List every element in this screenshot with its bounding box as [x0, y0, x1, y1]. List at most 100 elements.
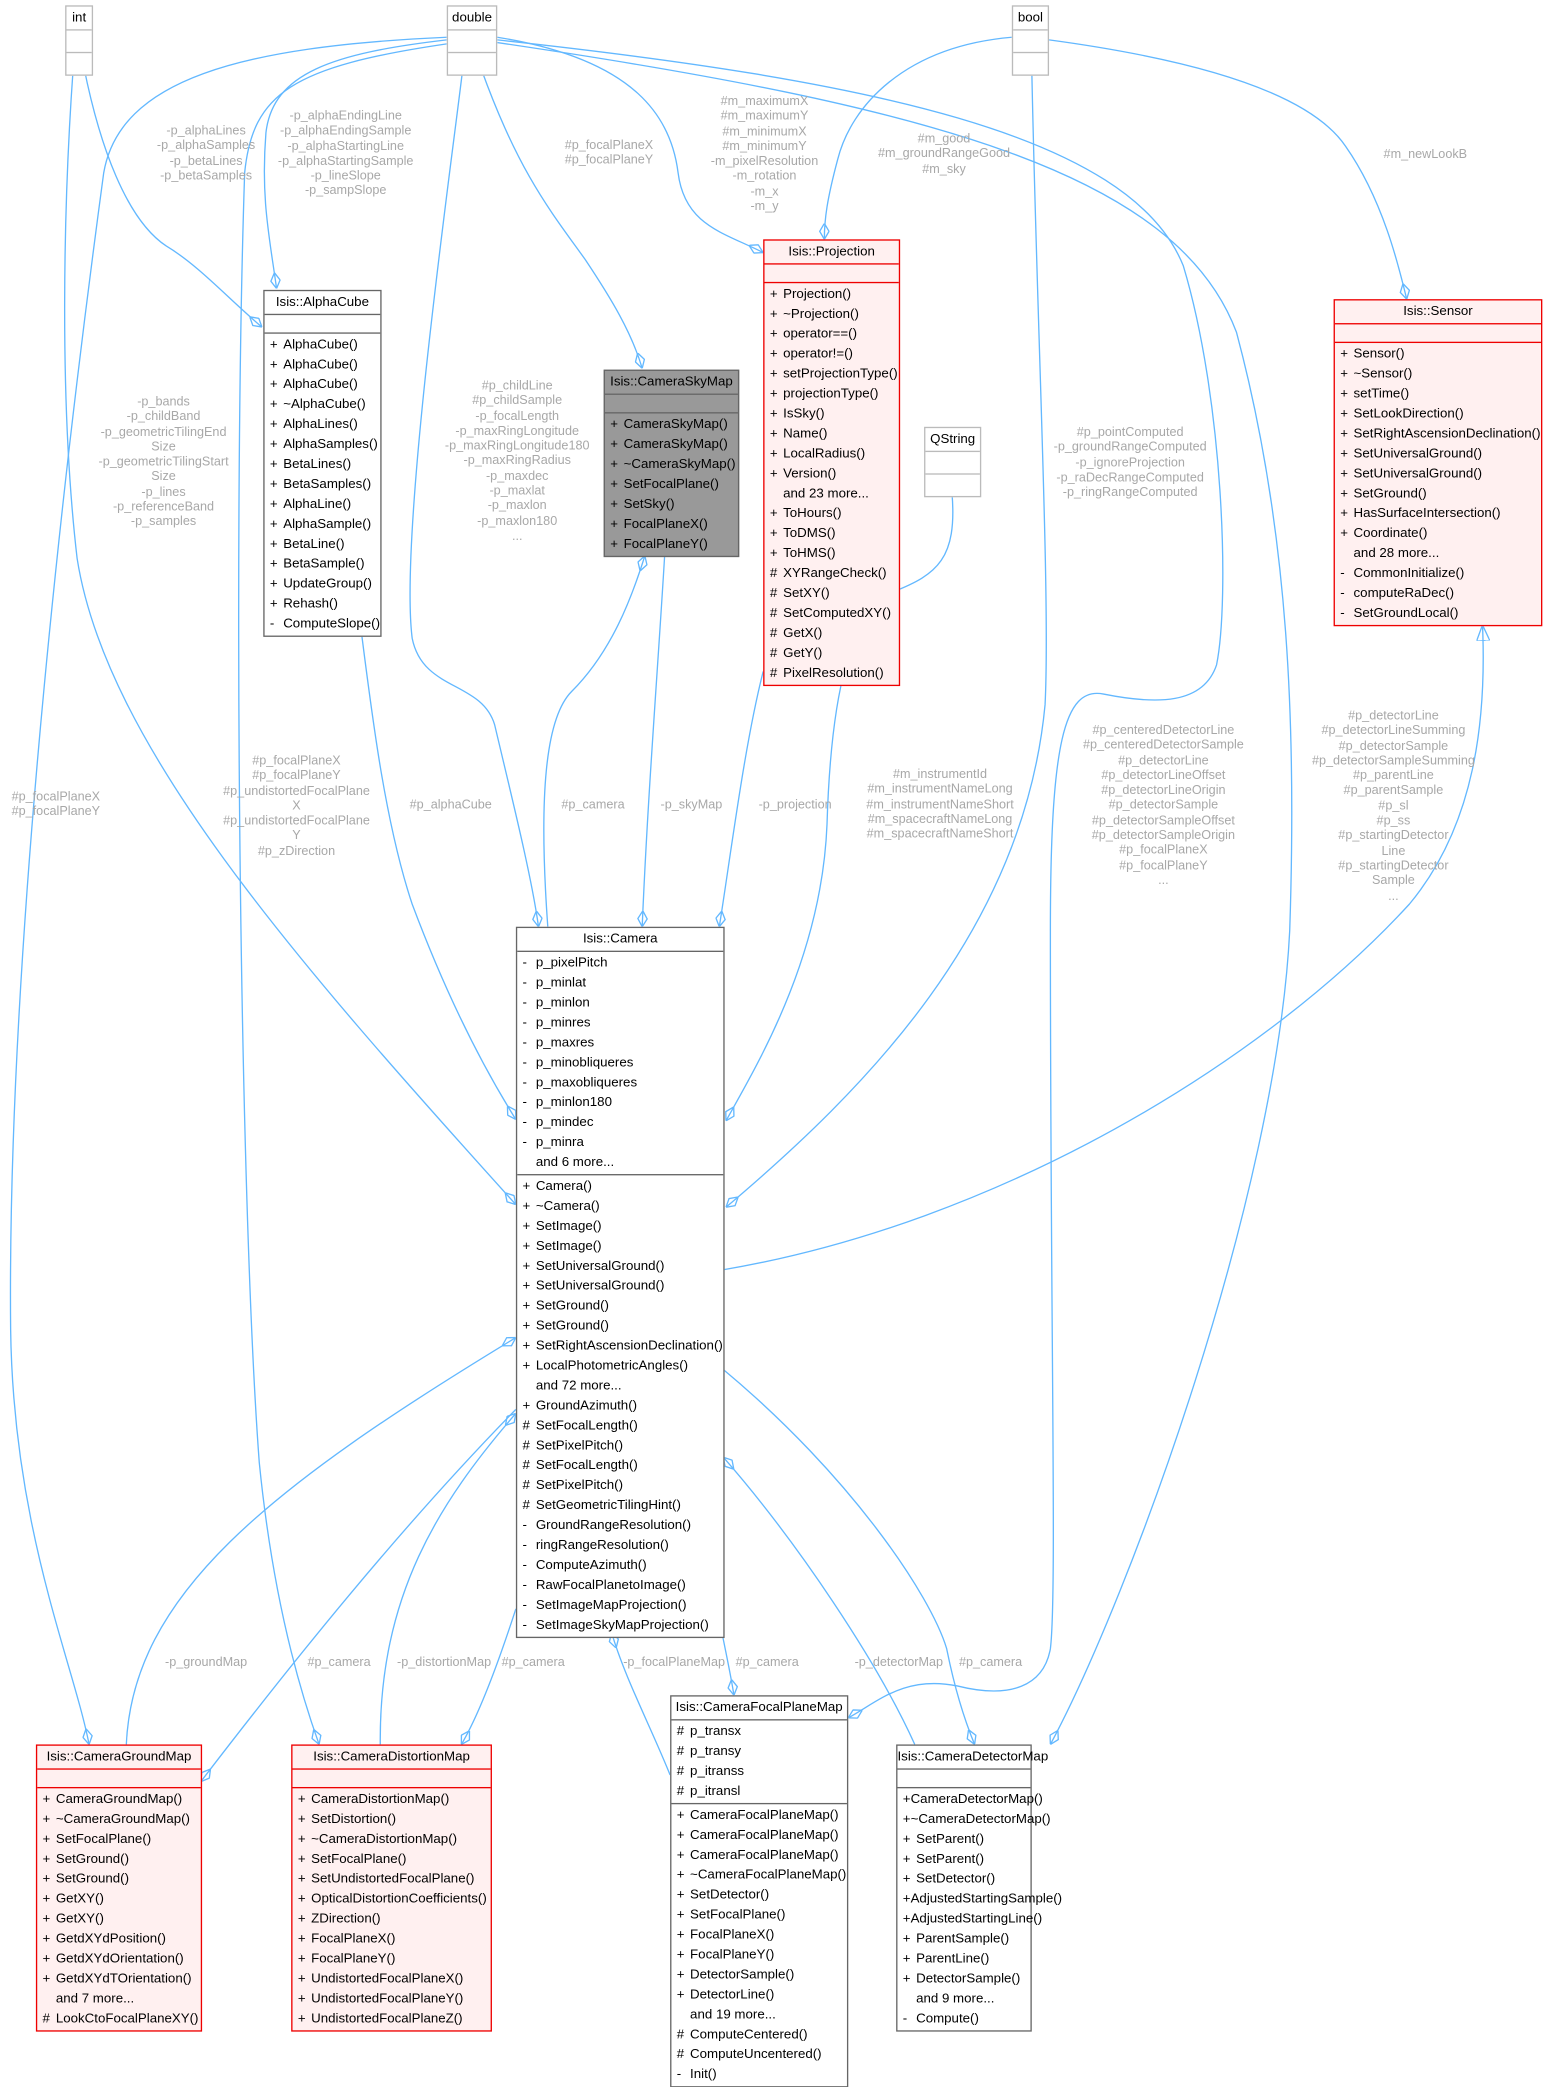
- class-method: +~CameraGroundMap(): [37, 1810, 201, 1830]
- member-name: UndistortedFocalPlaneY(): [311, 1991, 464, 2007]
- class-method: and 23 more...: [765, 484, 899, 504]
- class-node-focalplanemap[interactable]: Isis::CameraFocalPlaneMap#p_transx#p_tra…: [670, 1695, 849, 2087]
- class-node-bool[interactable]: bool: [1011, 5, 1050, 76]
- class-method: +ToHours(): [765, 504, 899, 524]
- visibility-marker: -: [522, 1015, 527, 1031]
- member-name: CameraDistortionMap(): [311, 1792, 450, 1807]
- member-name: and 7 more...: [55, 1991, 135, 2007]
- class-method: +SetUniversalGround(): [1335, 464, 1541, 484]
- member-name: ~Sensor(): [1353, 366, 1413, 382]
- edge-label-int-camera: -p_bands -p_childBand -p_geometricTiling…: [98, 394, 229, 530]
- visibility-marker: +: [769, 347, 778, 362]
- class-method: -SetGroundLocal(): [1335, 604, 1541, 624]
- class-method: +SetGround(): [37, 1869, 201, 1889]
- edge-label-focalplanemap-camera: -p_focalPlaneMap: [623, 1655, 726, 1670]
- member-name: Camera(): [535, 1179, 592, 1194]
- visibility-marker: +: [297, 1991, 306, 2007]
- class-method: +GetdXYdPosition(): [37, 1929, 201, 1949]
- class-attributes-section: -p_pixelPitch-p_minlat-p_minlon-p_minres…: [517, 952, 724, 1176]
- member-name: ~CameraSkyMap(): [623, 457, 736, 473]
- member-name: FocalPlaneY(): [690, 1947, 775, 1963]
- class-node-sensor[interactable]: Isis::Sensor+Sensor()+~Sensor()+setTime(…: [1333, 299, 1543, 627]
- member-name: ~AlphaCube(): [283, 397, 366, 413]
- class-attributes-section: [292, 1770, 491, 1789]
- class-node-camera[interactable]: Isis::Camera-p_pixelPitch-p_minlat-p_min…: [515, 926, 725, 1639]
- visibility-marker: +: [676, 1868, 685, 1883]
- class-node-double[interactable]: double: [446, 5, 498, 76]
- edge-label-detectormap-camera: -p_detectorMap: [854, 1655, 944, 1670]
- class-node-qstring[interactable]: QString: [924, 426, 982, 498]
- class-methods-section: +CameraFocalPlaneMap()+CameraFocalPlaneM…: [671, 1804, 847, 2086]
- visibility-marker: +: [769, 506, 778, 522]
- member-name: SetGround(): [55, 1872, 130, 1887]
- visibility-marker: +: [42, 1892, 51, 1907]
- member-name: computeRaDec(): [1353, 586, 1455, 601]
- class-method: +ParentSample(): [897, 1929, 1030, 1949]
- edge-distortionmap-camera: [379, 1413, 516, 1745]
- class-method: +SetParent(): [897, 1830, 1030, 1850]
- class-methods-section: [448, 53, 496, 74]
- visibility-marker: +: [769, 466, 778, 482]
- visibility-marker: [1340, 544, 1353, 564]
- member-name: BetaLines(): [283, 457, 352, 473]
- visibility-marker: +: [297, 1931, 306, 1947]
- visibility-marker: +: [269, 437, 278, 453]
- edge-double-skymap: [480, 68, 642, 368]
- member-name: AlphaCube(): [283, 377, 358, 393]
- member-name: operator==(): [783, 327, 858, 342]
- class-node-skymap[interactable]: Isis::CameraSkyMap+CameraSkyMap()+Camera…: [603, 369, 740, 558]
- class-method: +~Camera(): [517, 1197, 723, 1217]
- class-method: +AlphaCube(): [265, 375, 381, 395]
- visibility-marker: -: [522, 1095, 527, 1111]
- visibility-marker: +: [769, 386, 778, 402]
- visibility-marker: +: [676, 1987, 685, 2003]
- visibility-marker: +: [902, 1812, 911, 1827]
- member-name: DetectorSample(): [690, 1967, 795, 1983]
- member-name: UndistortedFocalPlaneX(): [311, 1971, 464, 1987]
- visibility-marker: +: [769, 446, 778, 462]
- visibility-marker: -: [269, 616, 275, 632]
- class-attribute: #p_itranss: [671, 1762, 847, 1782]
- visibility-marker: +: [769, 287, 778, 302]
- class-method: +OpticalDistortionCoefficients(): [293, 1889, 491, 1909]
- class-node-groundmap[interactable]: Isis::CameraGroundMap+CameraGroundMap()+…: [35, 1744, 203, 2032]
- class-node-int[interactable]: int: [65, 5, 94, 76]
- class-method: +SetDetector(): [897, 1869, 1030, 1889]
- member-name: SetGround(): [55, 1852, 130, 1867]
- member-name: SetPixelPitch(): [535, 1438, 624, 1454]
- member-name: SetPixelPitch(): [535, 1478, 624, 1494]
- class-attribute: #p_transx: [671, 1722, 847, 1742]
- member-name: setProjectionType(): [783, 366, 898, 382]
- edge-focalplanemap-camera: [612, 1633, 671, 1776]
- class-method: +LocalPhotometricAngles(): [517, 1356, 723, 1376]
- class-node-detectormap[interactable]: Isis::CameraDetectorMap+CameraDetectorMa…: [896, 1744, 1062, 2032]
- class-method: +FocalPlaneX(): [605, 515, 738, 535]
- class-attributes-section: [1334, 324, 1542, 344]
- visibility-marker: +: [522, 1179, 531, 1194]
- class-method: +SetUniversalGround(): [517, 1276, 723, 1296]
- visibility-marker: +: [610, 437, 619, 453]
- class-node-alphacube[interactable]: Isis::AlphaCube+AlphaCube()+AlphaCube()+…: [263, 289, 382, 637]
- class-node-projection[interactable]: Isis::Projection+Projection()+~Projectio…: [763, 239, 901, 687]
- class-attribute: -p_minra: [517, 1133, 723, 1153]
- visibility-marker: +: [42, 1931, 51, 1947]
- visibility-marker: +: [769, 327, 778, 342]
- member-name: RawFocalPlanetoImage(): [535, 1578, 686, 1593]
- class-method: +SetImage(): [517, 1217, 723, 1237]
- member-name: CameraSkyMap(): [623, 437, 728, 453]
- member-name: ~CameraFocalPlaneMap(): [690, 1868, 847, 1883]
- visibility-marker: -: [522, 1558, 527, 1573]
- class-method: #GetY(): [765, 644, 899, 664]
- member-name: BetaSamples(): [283, 477, 372, 492]
- member-name: FocalPlaneX(): [311, 1931, 396, 1947]
- visibility-marker: +: [902, 1892, 911, 1907]
- visibility-marker: +: [42, 1971, 51, 1987]
- class-attribute: -p_minres: [517, 1013, 723, 1033]
- class-method: +FocalPlaneY(): [671, 1945, 847, 1965]
- class-attributes-section: [264, 315, 381, 334]
- class-node-distortionmap[interactable]: Isis::CameraDistortionMap+CameraDistorti…: [291, 1744, 492, 2032]
- visibility-marker: +: [297, 1852, 306, 1867]
- visibility-marker: #: [42, 2011, 50, 2027]
- member-name: ToHMS(): [783, 546, 836, 562]
- visibility-marker: +: [902, 1971, 911, 1987]
